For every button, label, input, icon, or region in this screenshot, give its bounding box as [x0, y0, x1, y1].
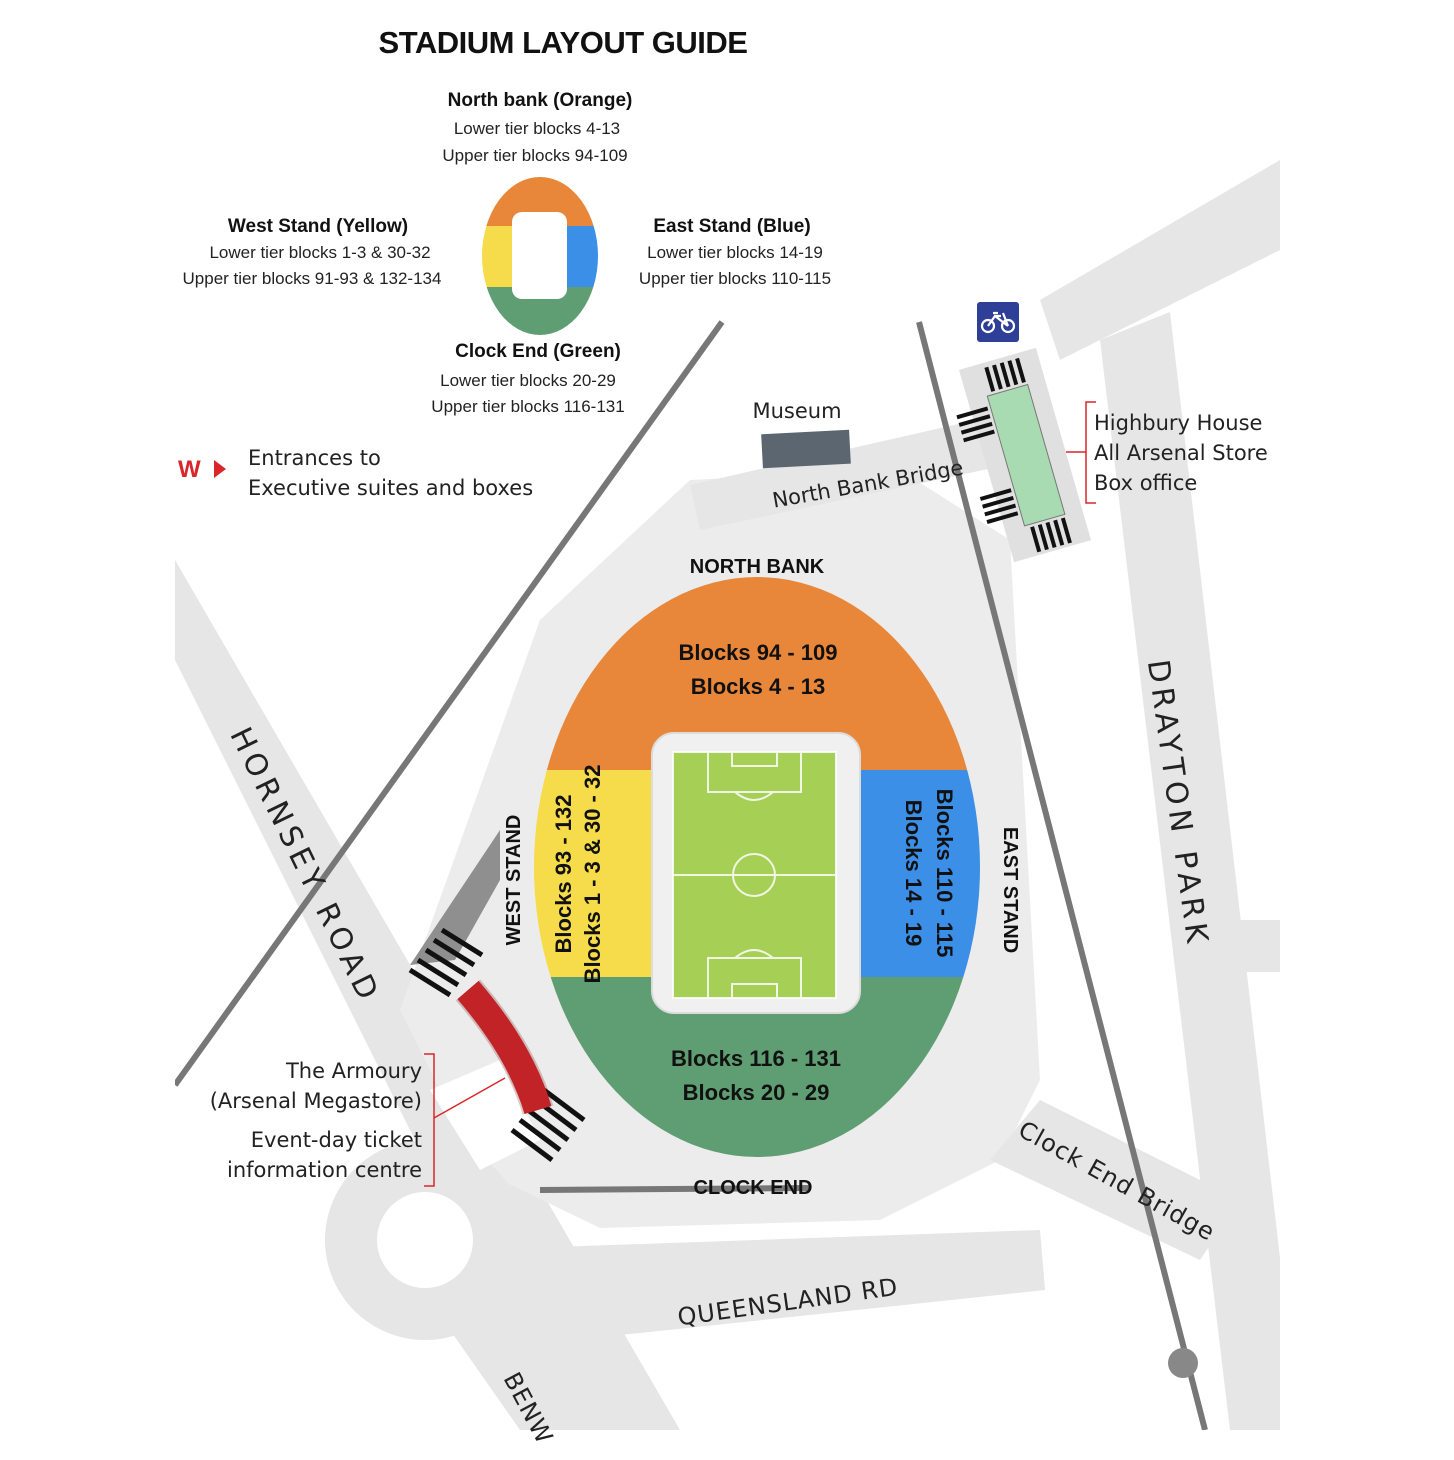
key-south-lower: Lower tier blocks 20-29 [440, 371, 616, 390]
key-north-upper: Upper tier blocks 94-109 [442, 146, 627, 165]
west-stand-label: WEST STAND [503, 815, 525, 946]
west-stand [534, 770, 652, 977]
ticket-centre-label-2: information centre [227, 1158, 422, 1182]
key-east-heading: East Stand (Blue) [653, 216, 810, 237]
armoury-label: The Armoury [285, 1059, 422, 1083]
key-west-upper: Upper tier blocks 91-93 & 132-134 [183, 269, 442, 288]
key-south-heading: Clock End (Green) [455, 341, 621, 362]
bicycle-icon [977, 302, 1019, 342]
queensland-road [470, 1230, 1045, 1350]
box-office-label: Box office [1094, 471, 1197, 495]
street-layer [175, 160, 1280, 1430]
key-east-lower: Lower tier blocks 14-19 [647, 243, 823, 262]
megastore-label: (Arsenal Megastore) [210, 1089, 422, 1113]
key-west-lower: Lower tier blocks 1-3 & 30-32 [209, 243, 430, 262]
highbury-house-label: Highbury House [1094, 411, 1262, 435]
north-blocks-lower: Blocks 4 - 13 [691, 674, 826, 699]
south-blocks-lower: Blocks 20 - 29 [683, 1080, 830, 1105]
museum-building [761, 429, 851, 469]
key-north-lower: Lower tier blocks 4-13 [454, 119, 620, 138]
armoury-callout: The Armoury (Arsenal Megastore) Event-da… [210, 1053, 506, 1187]
key-west: West Stand (Yellow) Lower tier blocks 1-… [183, 216, 442, 288]
entrance-marker-icon: W [178, 456, 226, 483]
armoury-megastore [457, 980, 552, 1115]
east-stand [860, 770, 980, 977]
all-arsenal-store-label: All Arsenal Store [1094, 441, 1268, 465]
drayton-park-road [1100, 312, 1280, 1430]
railway-station-marker [1168, 1348, 1198, 1378]
clock-end-label: CLOCK END [694, 1177, 813, 1199]
pitch [672, 751, 837, 999]
highbury-house [956, 347, 1092, 563]
entrance-legend: W Entrances to Executive suites and boxe… [178, 446, 533, 500]
east-stand-label: EAST STAND [999, 827, 1021, 953]
west-blocks-lower: Blocks 1 - 3 & 30 - 32 [580, 765, 605, 984]
key-south: Clock End (Green) Lower tier blocks 20-2… [431, 341, 624, 416]
key-west-heading: West Stand (Yellow) [228, 216, 408, 237]
key-south-upper: Upper tier blocks 116-131 [431, 397, 624, 416]
hornsey-road-label: HORNSEY ROAD [222, 722, 386, 1010]
highbury-house-callout: Highbury House All Arsenal Store Box off… [1066, 401, 1268, 504]
legend-line-1: Entrances to [248, 446, 381, 470]
key-west-segment [482, 226, 512, 287]
legend-line-2: Executive suites and boxes [248, 476, 533, 500]
east-blocks-lower: Blocks 14 - 19 [901, 800, 926, 947]
key-north: North bank (Orange) Lower tier blocks 4-… [442, 90, 632, 165]
page-title: STADIUM LAYOUT GUIDE [379, 25, 748, 60]
stand-key [482, 177, 598, 335]
key-east-upper: Upper tier blocks 110-115 [639, 269, 831, 288]
north-bank-label: NORTH BANK [690, 556, 825, 578]
east-blocks-upper: Blocks 110 - 115 [932, 789, 957, 958]
key-north-heading: North bank (Orange) [448, 90, 633, 111]
south-blocks-upper: Blocks 116 - 131 [671, 1046, 841, 1071]
museum-label: Museum [752, 399, 841, 423]
key-east: East Stand (Blue) Lower tier blocks 14-1… [639, 216, 831, 288]
west-blocks-upper: Blocks 93 - 132 [551, 795, 576, 954]
key-east-segment [567, 226, 598, 287]
svg-text:W: W [178, 456, 201, 483]
ticket-centre-label-1: Event-day ticket [251, 1128, 422, 1152]
north-blocks-upper: Blocks 94 - 109 [679, 640, 838, 665]
clock-end-bridge [990, 1100, 1240, 1260]
